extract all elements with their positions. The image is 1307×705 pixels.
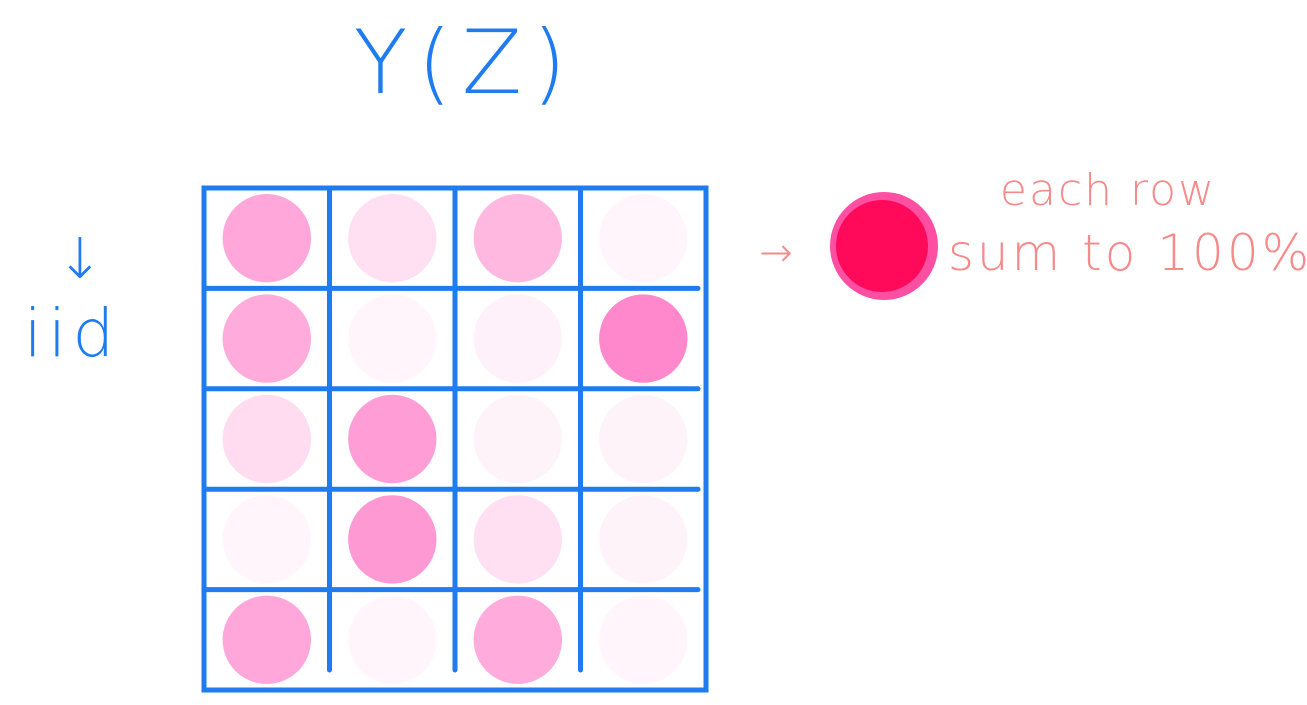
annotation-line-2: sum to 100% [948, 224, 1307, 282]
cell-r3-c4 [599, 394, 688, 484]
cell-r1-c2 [348, 194, 437, 283]
cell-r4-c2 [348, 495, 437, 584]
cell-r1-c3 [473, 194, 562, 283]
cell-r1-c1 [222, 194, 311, 283]
cell-r3-c1 [222, 394, 311, 484]
cell-r4-c3 [473, 495, 562, 584]
matrix-grid [201, 185, 709, 693]
cell-r5-c4 [599, 595, 688, 684]
cell-r1-c4 [599, 194, 688, 283]
row-axis-arrow-icon: ↓ [57, 227, 104, 292]
cell-r2-c1 [222, 294, 311, 383]
cell-r4-c1 [222, 495, 311, 584]
cell-r5-c2 [348, 595, 437, 684]
annotation-arrow-icon: → [759, 230, 793, 276]
cell-r2-c3 [473, 294, 562, 383]
cell-r4-c4 [599, 495, 688, 584]
diagram-title: Y(Z) [354, 11, 577, 114]
cell-r5-c3 [473, 595, 562, 684]
row-total-dot [836, 200, 928, 292]
cell-r2-c2 [348, 294, 437, 383]
cell-r3-c3 [473, 394, 562, 484]
cell-r2-c4 [599, 294, 688, 383]
probability-cells [222, 194, 688, 684]
annotation-line-1: each row [1000, 165, 1216, 216]
row-axis-label: iid [24, 295, 121, 372]
cell-r3-c2 [348, 394, 437, 484]
cell-r5-c1 [222, 595, 311, 684]
